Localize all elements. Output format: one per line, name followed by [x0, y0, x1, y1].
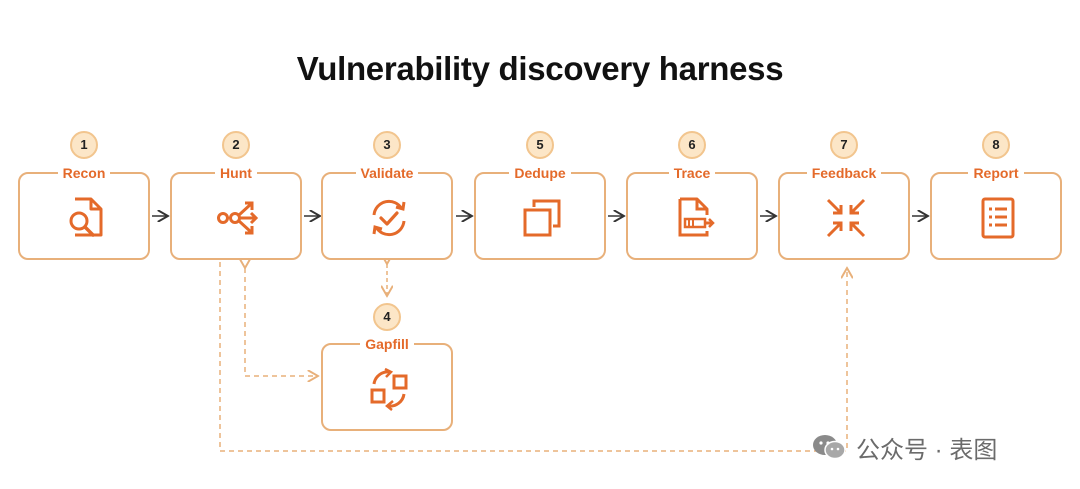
step-number-badge: 7 — [830, 131, 858, 159]
dashed-hunt-gapfill — [245, 268, 318, 376]
document-trace-icon — [678, 197, 715, 237]
step-hunt[interactable]: Hunt — [170, 165, 302, 260]
file-search-icon — [69, 197, 103, 237]
step-number-badge: 4 — [373, 303, 401, 331]
branch-arrows-icon — [217, 201, 259, 235]
step-label: Trace — [668, 165, 716, 181]
step-number-badge: 6 — [678, 131, 706, 159]
cycle-check-icon — [372, 199, 406, 237]
step-dedupe[interactable]: Dedupe — [474, 165, 606, 260]
step-label: Recon — [57, 165, 111, 181]
watermark: 公众号 · 表图 — [812, 430, 997, 464]
step-number-badge: 1 — [70, 131, 98, 159]
step-report[interactable]: Report — [930, 165, 1062, 260]
dashed-hunt-feedback — [219, 262, 847, 452]
chat-bubble-logo-icon — [813, 435, 846, 460]
step-label: Hunt — [215, 165, 257, 181]
step-label: Validate — [355, 165, 419, 181]
step-number-badge: 8 — [982, 131, 1010, 159]
step-feedback[interactable]: Feedback — [778, 165, 910, 260]
step-label: Dedupe — [509, 165, 571, 181]
step-number-badge: 3 — [373, 131, 401, 159]
copy-squares-icon — [523, 199, 561, 237]
report-list-icon — [981, 197, 1015, 239]
step-label: Gapfill — [360, 336, 414, 352]
converge-arrows-icon — [826, 198, 866, 238]
step-number-badge: 2 — [222, 131, 250, 159]
step-trace[interactable]: Trace — [626, 165, 758, 260]
step-validate[interactable]: Validate — [321, 165, 453, 260]
watermark-text: 公众号 · 表图 — [856, 436, 998, 464]
step-label: Report — [968, 165, 1024, 181]
step-recon[interactable]: Recon — [18, 165, 150, 260]
step-label: Feedback — [806, 165, 882, 181]
step-gapfill[interactable]: Gapfill — [321, 336, 453, 431]
diagram-title: Vulnerability discovery harness — [296, 50, 784, 87]
step-number-badge: 5 — [526, 131, 554, 159]
swap-squares-icon — [370, 367, 408, 411]
